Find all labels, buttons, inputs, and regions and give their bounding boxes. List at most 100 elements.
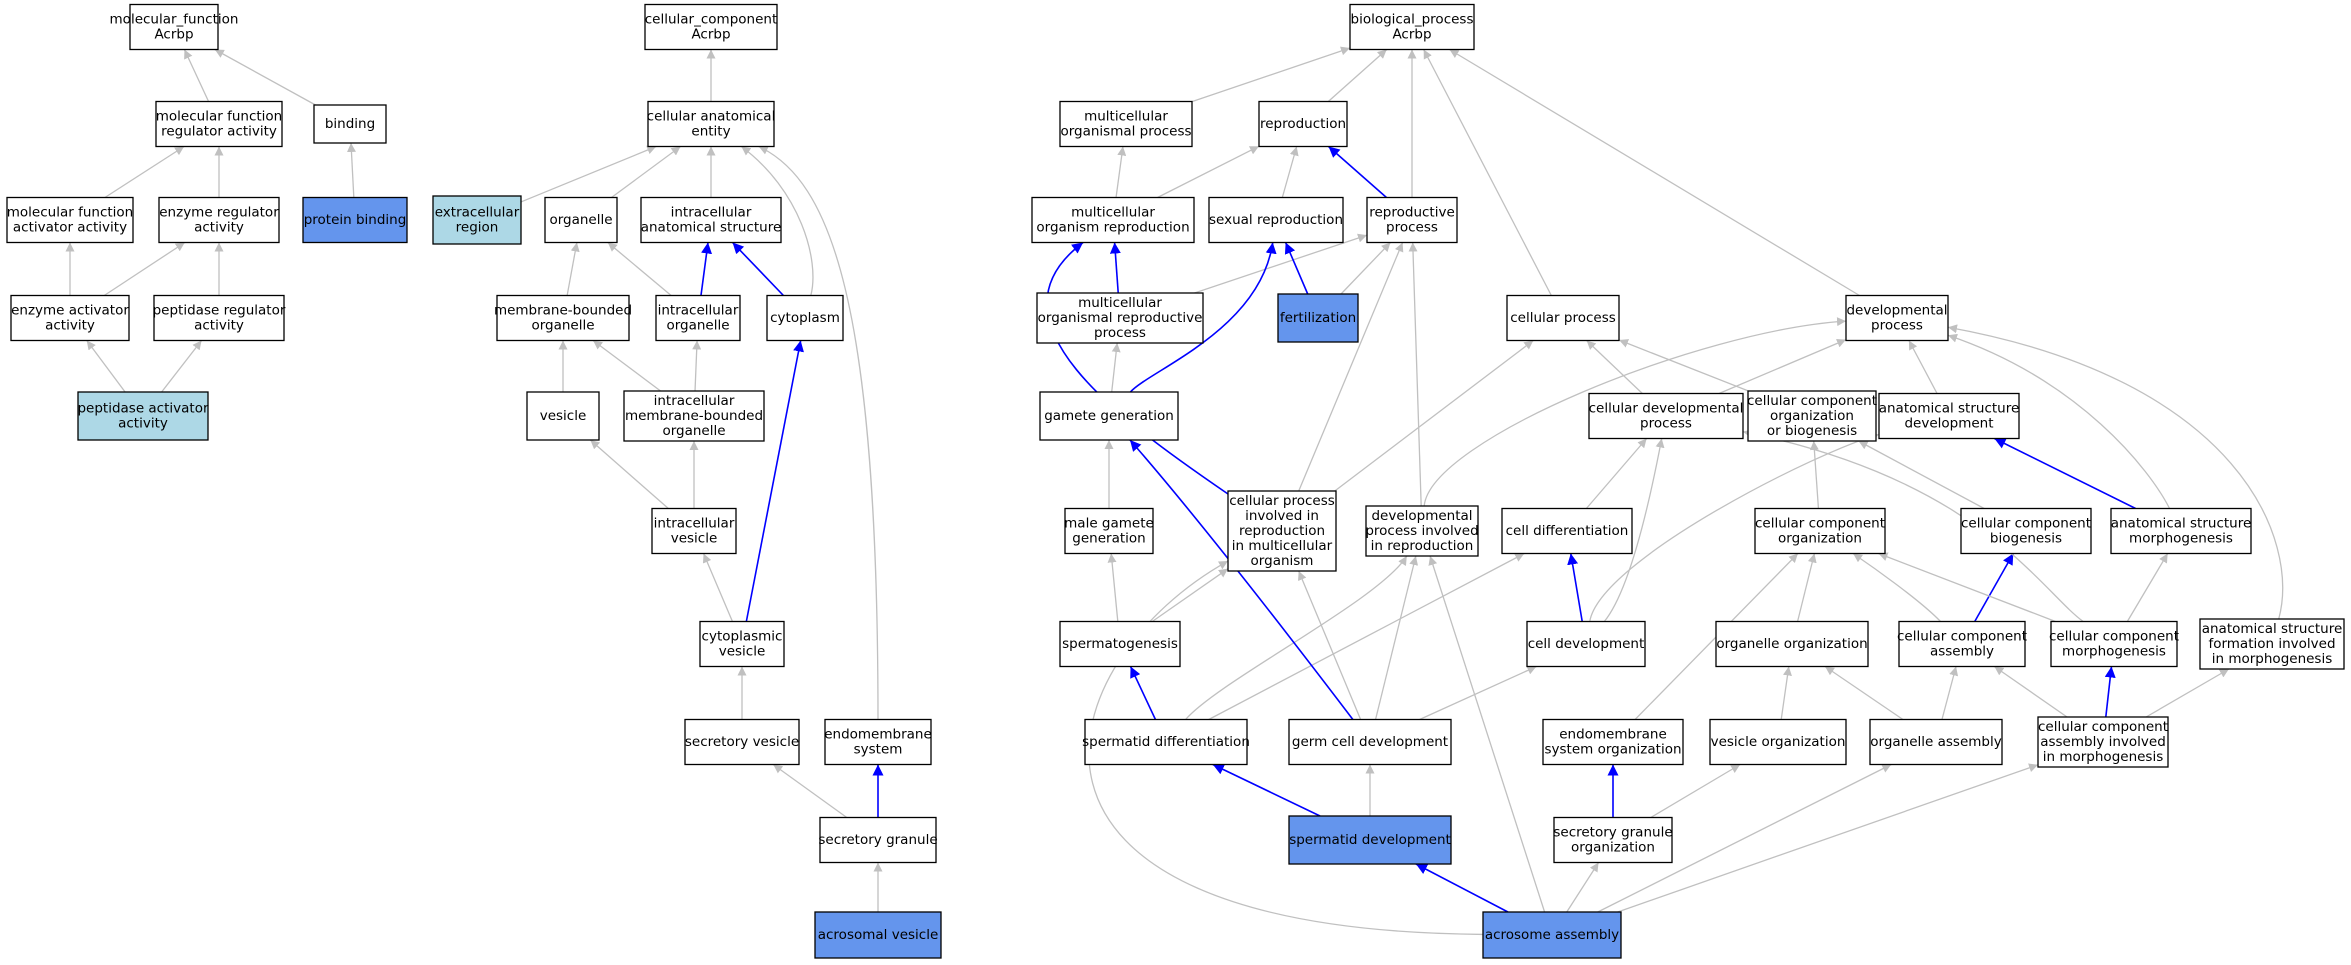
node-box [1059, 100, 1193, 148]
edge-acro-to-ccaim [1617, 763, 2039, 913]
node-label: organelle assembly [1870, 734, 2001, 750]
node-spdev[interactable]: spermatid development [1288, 815, 1452, 865]
node-oo[interactable]: organelle organization [1715, 620, 1869, 668]
node-box [158, 196, 280, 244]
node-gg[interactable]: gamete generation [1039, 391, 1179, 441]
node-sd[interactable]: spermatid differentiation [1082, 718, 1250, 766]
node-celldiff[interactable]: cell differentiation [1501, 507, 1633, 555]
node-label: peptidase activator [77, 401, 209, 417]
node-fert[interactable]: fertilization [1277, 293, 1359, 343]
edge-cp-to-bp_root [1423, 49, 1552, 296]
node-box [1227, 490, 1337, 572]
edge-cca-to-ccb [1974, 553, 2014, 622]
edge-mbo-to-organelle [566, 242, 580, 296]
node-label: in multicellular [1232, 538, 1333, 554]
node-sg[interactable]: secretory granule [818, 816, 938, 864]
node-box [1288, 815, 1452, 865]
node-label: cellular process [1229, 493, 1335, 509]
edge-dpir-to-dp [1423, 317, 1847, 507]
edge-cpirm-to-rp [1298, 242, 1404, 492]
node-box [1482, 911, 1622, 959]
edge-cdp-to-dp [1718, 339, 1847, 395]
node-box [1288, 718, 1452, 766]
node-box [684, 718, 800, 766]
node-label: vesicle organization [1711, 734, 1846, 750]
node-vesicle[interactable]: vesicle [526, 391, 600, 441]
node-binding[interactable]: binding [313, 104, 387, 144]
edge-cyto-to-ias [732, 241, 784, 297]
edge-cpirm-to-cp [1334, 339, 1534, 492]
node-label: organelle [549, 212, 612, 228]
node-spg[interactable]: spermatogenesis [1059, 620, 1181, 668]
node-sv[interactable]: secretory vesicle [684, 718, 800, 766]
node-oa[interactable]: organelle assembly [1869, 718, 2003, 766]
edge-acro-to-dpir [1428, 555, 1546, 913]
node-cyto[interactable]: cytoplasm [766, 294, 844, 342]
node-label: cellular component [2038, 719, 2168, 735]
node-label: spermatogenesis [1062, 636, 1178, 652]
node-acro[interactable]: acrosome assembly [1482, 911, 1622, 959]
node-box [1526, 620, 1646, 668]
node-label: process [1640, 416, 1692, 432]
node-box [814, 911, 942, 959]
node-organelle[interactable]: organelle [544, 196, 618, 244]
node-label: cellular process [1510, 310, 1616, 326]
node-label: cellular_component [645, 12, 777, 28]
node-label: cell development [1528, 636, 1645, 652]
node-cp[interactable]: cellular process [1506, 294, 1620, 342]
node-prot_bind[interactable]: protein binding [302, 196, 408, 244]
node-celldev[interactable]: cell development [1526, 620, 1646, 668]
node-box [155, 100, 283, 148]
node-box [1754, 507, 1886, 555]
edge-acro-to-oa [1597, 763, 1892, 913]
node-label: extracellular [435, 205, 520, 221]
node-sexrep[interactable]: sexual reproduction [1208, 196, 1344, 244]
node-label: acrosomal vesicle [818, 927, 939, 943]
node-gcd[interactable]: germ cell development [1288, 718, 1452, 766]
node-label: in reproduction [1371, 538, 1474, 554]
node-av[interactable]: acrosomal vesicle [814, 911, 942, 959]
node-repro[interactable]: reproduction [1258, 100, 1348, 148]
node-label: acrosome assembly [1485, 927, 1619, 943]
edge-gg-to-sexrep [1129, 242, 1277, 393]
node-vo[interactable]: vesicle organization [1709, 718, 1847, 766]
